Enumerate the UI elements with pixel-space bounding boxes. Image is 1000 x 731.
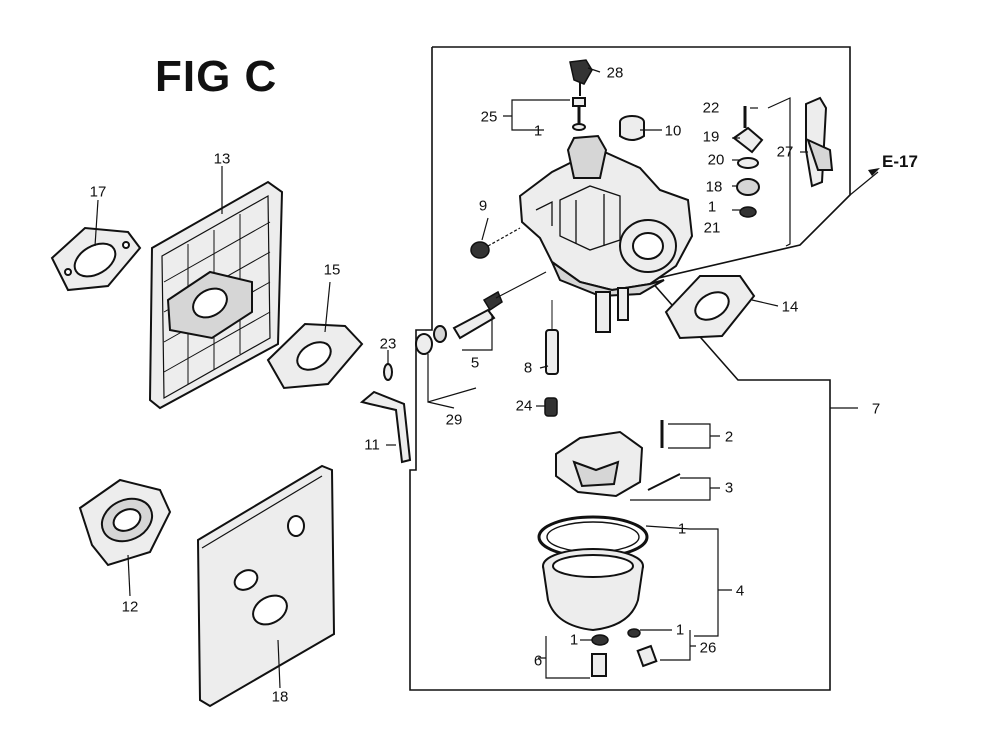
part-24-jet <box>544 397 558 417</box>
callout-13: 13 <box>213 150 231 168</box>
part-15-gasket <box>266 322 364 390</box>
callout-15: 15 <box>323 261 341 279</box>
part-4-float-bowl <box>542 548 644 632</box>
part-25-screw <box>572 97 586 131</box>
callout-27: 27 <box>776 143 794 161</box>
callout-1-c: 1 <box>677 520 687 538</box>
part-19-washer <box>732 126 764 154</box>
part-9-cap <box>619 115 645 141</box>
part-3-needle <box>647 473 681 491</box>
callout-21: 21 <box>703 219 721 237</box>
callout-18-plate: 18 <box>271 688 289 706</box>
callout-22: 22 <box>702 99 720 117</box>
part-11-rod <box>359 390 412 464</box>
part-26-drain-screw <box>627 628 658 668</box>
float-assembly <box>555 430 644 498</box>
callout-26: 26 <box>699 639 717 657</box>
callout-5: 5 <box>470 354 480 372</box>
part-21-nut <box>739 206 757 218</box>
callout-23: 23 <box>379 335 397 353</box>
callout-1-e: 1 <box>675 621 685 639</box>
callout-1-b: 1 <box>707 198 717 216</box>
part-10-nozzle <box>545 300 559 375</box>
callout-1-d: 1 <box>569 631 579 649</box>
part-29-bushing <box>415 325 447 355</box>
callout-18: 18 <box>705 178 723 196</box>
part-20-nut <box>737 157 759 169</box>
callout-2: 2 <box>724 428 734 446</box>
carburetor-body <box>518 134 694 333</box>
part-5-screw <box>452 271 547 340</box>
leader-lines <box>94 67 880 689</box>
reference-label: E-17 <box>882 152 918 171</box>
part-6-drain-bolt <box>591 634 609 677</box>
callout-7: 7 <box>871 400 881 418</box>
callout-17: 17 <box>89 183 107 201</box>
callout-9: 10 <box>664 122 682 140</box>
callout-28: 28 <box>606 64 624 82</box>
callout-11: 11 <box>364 436 380 454</box>
part-13-insulator-plate <box>148 180 284 410</box>
part-27-lever <box>805 96 834 188</box>
callout-1-a: 1 <box>533 122 543 140</box>
part-12-insulator <box>78 478 172 567</box>
callout-24: 24 <box>515 397 533 415</box>
callout-14: 14 <box>781 298 799 316</box>
carburetor-group-frame <box>409 46 851 691</box>
part-16-gasket-plate <box>196 464 336 708</box>
callout-12: 12 <box>121 598 139 616</box>
callout-3: 3 <box>724 479 734 497</box>
part-14-gasket <box>664 275 756 340</box>
callout-10: 8 <box>523 359 533 377</box>
part-17-gasket <box>50 226 142 292</box>
callout-8: 9 <box>478 197 488 215</box>
callout-29: 29 <box>445 411 463 429</box>
callout-4: 4 <box>735 582 745 600</box>
callout-19: 19 <box>702 128 720 146</box>
part-23-clip <box>383 363 393 381</box>
part-18-washer <box>736 178 760 196</box>
callout-20: 20 <box>707 151 725 169</box>
part-28-knob <box>569 59 593 96</box>
part-8-screw <box>470 227 521 259</box>
figure-title: FIG C <box>155 52 278 101</box>
callout-25: 25 <box>480 108 498 126</box>
callout-6: 6 <box>533 652 543 670</box>
